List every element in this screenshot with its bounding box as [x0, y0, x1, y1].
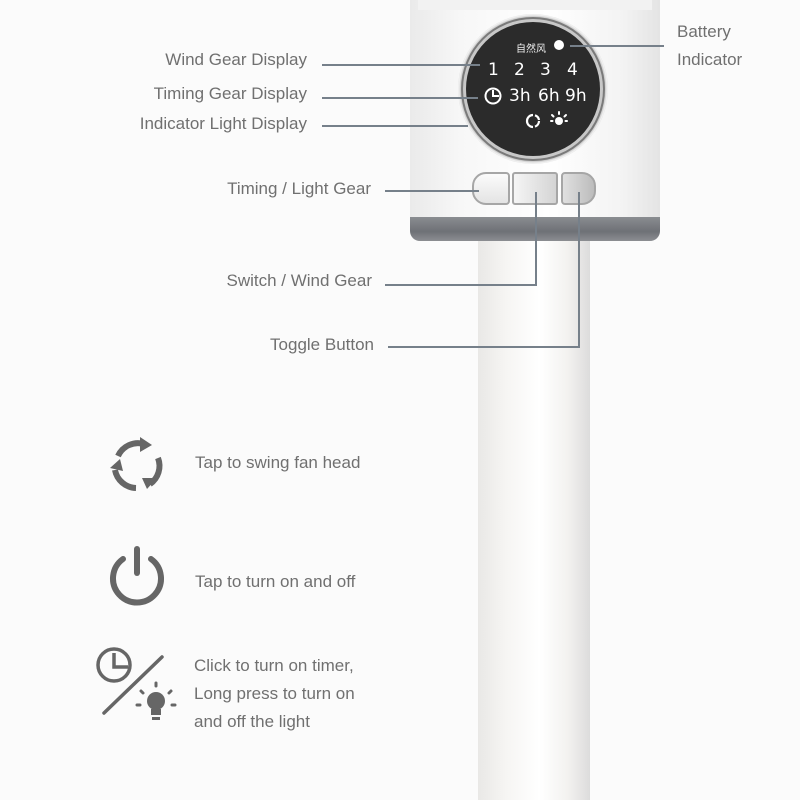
timer-9h: 9h	[565, 86, 587, 106]
leader-wind-gear	[322, 64, 480, 66]
swing-icon	[110, 437, 163, 491]
leader-toggle-horizontal	[388, 346, 580, 348]
leader-toggle-vertical	[578, 192, 580, 348]
timer-light-icon	[96, 647, 177, 720]
leader-indicator-light	[322, 125, 468, 127]
fan-pole	[478, 230, 590, 800]
battery-indicator-light	[554, 40, 564, 50]
label-timing-gear-display: Timing Gear Display	[153, 84, 307, 103]
timer-icon	[484, 87, 502, 105]
label-battery-line1: Battery	[677, 22, 731, 41]
label-toggle-button: Toggle Button	[270, 335, 374, 354]
leader-timing-gear	[322, 97, 478, 99]
timer-6h: 6h	[538, 86, 560, 106]
natural-wind-label: 自然风	[516, 44, 546, 55]
label-timing-light-gear: Timing / Light Gear	[227, 179, 371, 198]
leader-switch-vertical	[535, 192, 537, 286]
wind-gear-3: 3	[540, 60, 551, 80]
label-indicator-light-display: Indicator Light Display	[139, 114, 307, 133]
label-wind-gear-display: Wind Gear Display	[165, 50, 307, 69]
legend-timer-line1: Click to turn on timer,	[194, 656, 354, 675]
fan-head-top	[418, 0, 652, 10]
legend-power-text: Tap to turn on and off	[195, 572, 356, 591]
legend-swing-text: Tap to swing fan head	[195, 453, 361, 472]
leader-battery	[570, 45, 664, 47]
leader-switch-horizontal	[385, 284, 537, 286]
label-battery-line2: Indicator	[677, 50, 743, 69]
light-indicator-icon	[550, 111, 568, 125]
power-icon	[110, 546, 164, 606]
label-switch-wind-gear: Switch / Wind Gear	[226, 271, 373, 290]
legend-timer-line3: and off the light	[194, 712, 310, 731]
wind-gear-2: 2	[514, 60, 525, 80]
timing-light-gear-button[interactable]	[472, 172, 510, 205]
legend-timer-line2: Long press to turn on	[194, 684, 355, 703]
wind-gear-1: 1	[488, 60, 499, 80]
swing-indicator-icon	[525, 113, 541, 129]
leader-timing-light	[385, 190, 479, 192]
wind-gear-4: 4	[567, 60, 578, 80]
timer-3h: 3h	[509, 86, 531, 106]
